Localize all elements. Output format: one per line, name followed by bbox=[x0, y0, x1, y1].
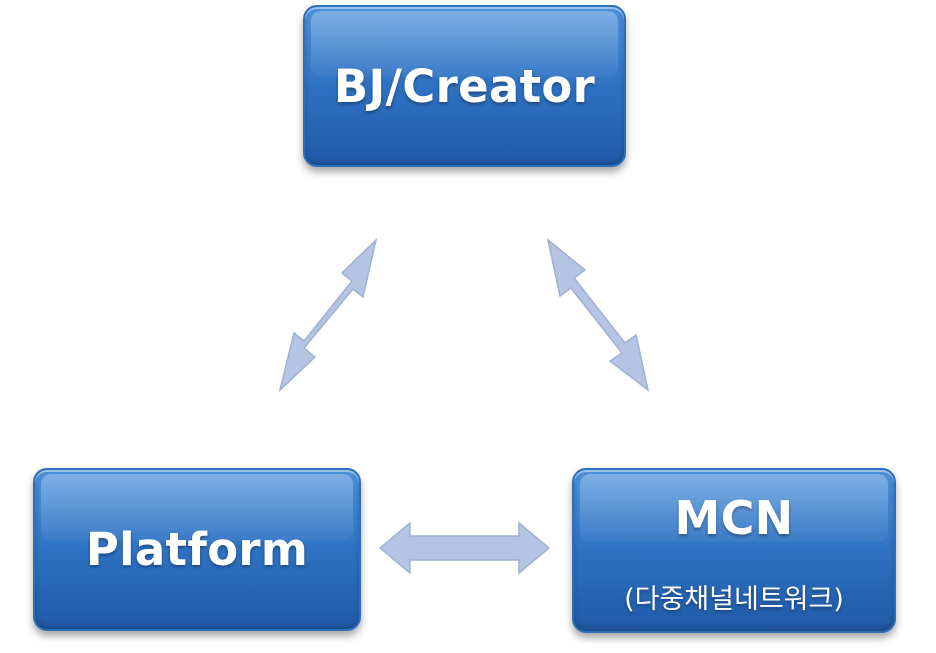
platform-box: Platform bbox=[33, 468, 361, 631]
arrow-platform-creator bbox=[278, 237, 378, 393]
mcn-box: MCN (다중채널네트워크) bbox=[572, 468, 896, 633]
creator-box: BJ/Creator bbox=[303, 5, 626, 167]
platform-label: Platform bbox=[85, 523, 309, 576]
creator-label: BJ/Creator bbox=[333, 59, 596, 113]
mcn-sublabel: (다중채널네트워크) bbox=[624, 584, 844, 615]
arrow-creator-mcn bbox=[546, 238, 650, 392]
arrow-platform-mcn bbox=[378, 521, 551, 575]
mcn-label: MCN bbox=[674, 491, 794, 545]
